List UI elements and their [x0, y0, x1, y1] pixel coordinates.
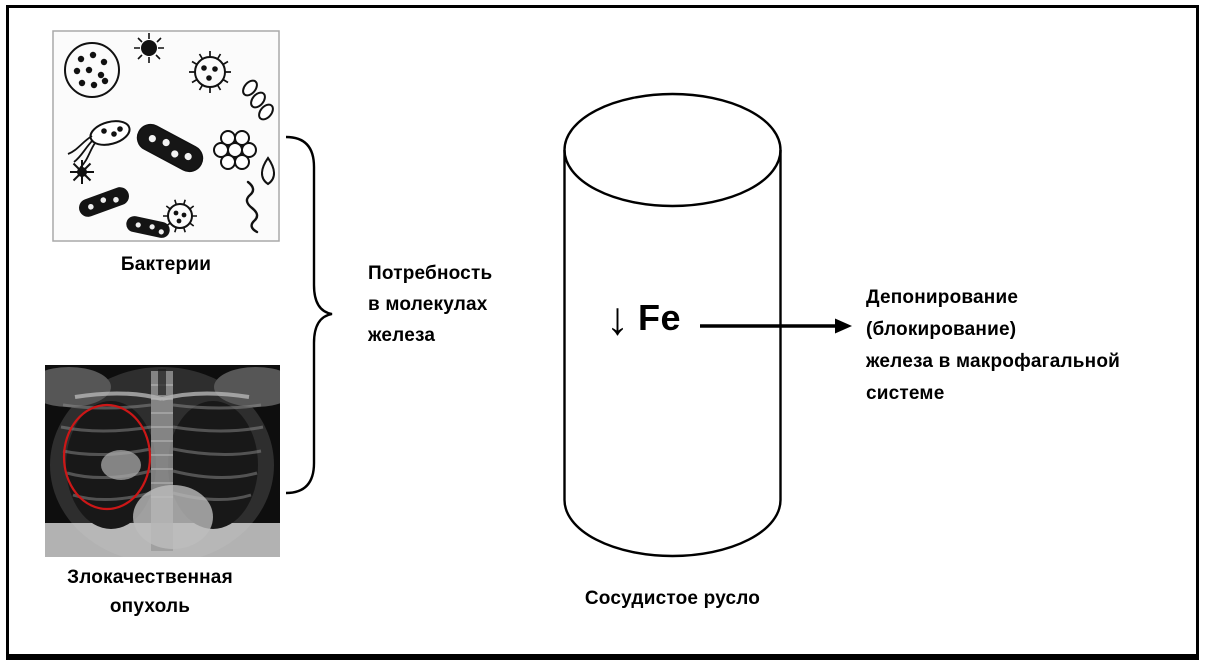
spiky-microbe-icon: [189, 51, 231, 93]
flagellated-bacterium-icon: [67, 120, 131, 169]
diagram-border: [6, 5, 1199, 660]
spiky-coccus-icon: [163, 199, 197, 233]
tumor-highlight-circle: [62, 403, 152, 511]
bacilli-chain-icon: [242, 79, 274, 121]
flow-arrow-icon: [700, 318, 852, 334]
virus-icon: [134, 33, 164, 63]
coccus-colony-icon: [64, 42, 120, 98]
dark-rod-icon: [79, 187, 129, 217]
vessel-label: Сосудистое русло: [584, 588, 761, 609]
tumor-label: Злокачественная опухоль: [67, 567, 233, 617]
bacteria-image: [52, 30, 280, 242]
ribs: [60, 403, 264, 502]
tumor-mass: [101, 450, 141, 480]
deposition-text: Депонирование (блокирование) железа в ма…: [866, 287, 1121, 404]
rod-bacterium-icon: [136, 123, 204, 173]
fe-symbol: Fe: [638, 297, 682, 338]
heart-shadow: [133, 485, 213, 549]
fe-group: ↓ Fe: [606, 292, 682, 344]
iron-need-text: Потребность в молекулах железа: [368, 263, 493, 346]
chest-xray-image: [45, 365, 280, 557]
curly-brace-icon: [285, 135, 333, 495]
teardrop-microbe-icon: [261, 156, 275, 186]
spirochete-icon: [245, 180, 259, 234]
dark-rod-icon: [126, 216, 170, 238]
bacteria-label: Бактерии: [120, 254, 212, 275]
staphylococcus-cluster-icon: [213, 130, 257, 170]
fe-decrease-arrow-icon: ↓: [606, 292, 629, 344]
asterisk-microbe-icon: [70, 160, 94, 184]
